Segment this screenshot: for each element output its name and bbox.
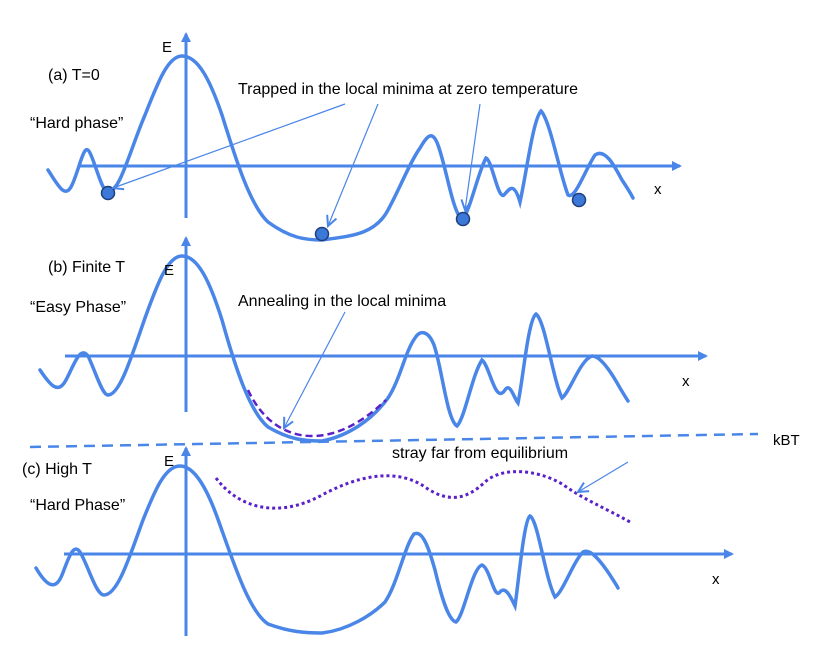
panel-c-energy-curve [34,464,620,635]
panel-c-annotation: stray far from equilibrium [392,445,568,462]
panel-b: E x (b) Finite T “Easy Phase” Annealing … [30,236,708,443]
panel-a-x-label: x [654,181,662,198]
panel-a-arrow-2 [328,103,379,226]
panel-a-arrow-1 [113,103,346,188]
panel-b-phase: “Easy Phase” [30,299,126,316]
panel-b-title: (b) Finite T [48,259,125,276]
panel-a-title: (a) T=0 [48,67,100,84]
panel-a-y-label: E [162,39,172,56]
panel-c-stray-path [214,470,631,524]
panel-a-energy-curve [46,54,635,242]
panel-a-ball-4 [571,192,587,208]
panel-c: E x (c) High T “Hard Phase” stray far fr… [22,445,734,636]
panel-c-arrow [578,461,629,492]
kbt-threshold-line [29,432,759,449]
panel-b-annealing-path [246,389,387,438]
panel-b-energy-curve [38,254,630,443]
panel-b-annotation: Annealing in the local minima [238,293,446,310]
panel-a-annotation: Trapped in the local minima at zero temp… [238,81,578,98]
panel-b-y-label: E [164,262,174,279]
panel-a-phase: “Hard phase” [30,115,123,132]
panel-b-arrow [284,311,346,428]
kbt-label: kBT [773,432,800,449]
panel-c-title: (c) High T [22,461,92,478]
panel-c-x-label: x [712,571,720,588]
panel-a: E x (a) T=0 “Hard phase” Trapped in the … [30,32,682,242]
panel-a-ball-2 [314,226,330,242]
panel-c-phase: “Hard Phase” [30,497,125,514]
panel-b-x-label: x [682,373,690,390]
panel-a-ball-3 [455,211,471,227]
panel-c-y-label: E [164,453,174,470]
panel-a-ball-1 [100,185,116,201]
panel-a-arrow-3 [465,103,481,210]
